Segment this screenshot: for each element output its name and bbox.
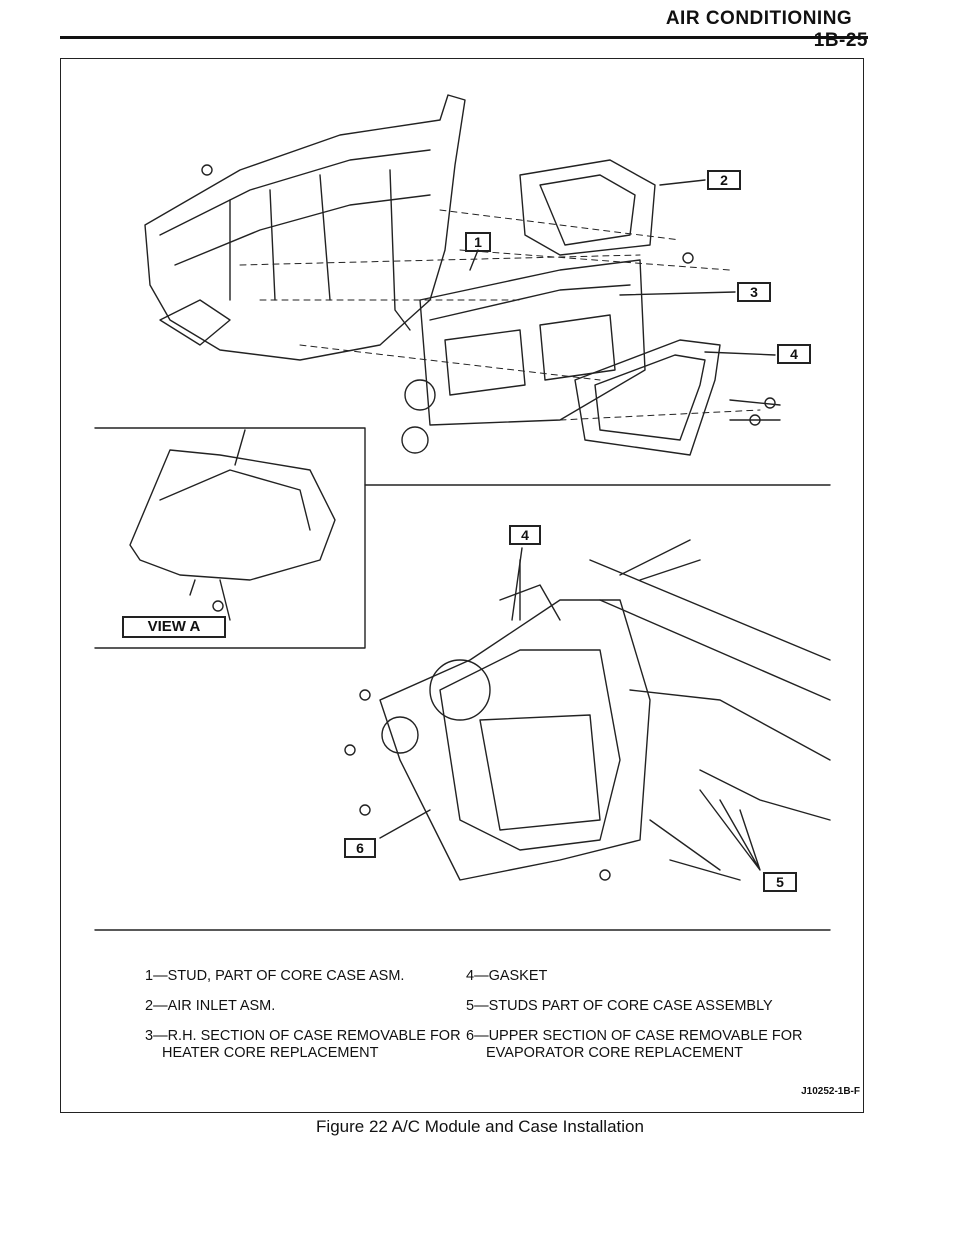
assembly-lines-upper xyxy=(239,209,761,421)
view-a-label: VIEW A xyxy=(122,616,226,638)
legend-item-5: 5—STUDS PART OF CORE CASE ASSEMBLY xyxy=(466,998,773,1014)
legend-item-3-line2: HEATER CORE REPLACEMENT xyxy=(162,1045,379,1061)
fasteners xyxy=(201,164,776,881)
header-rule xyxy=(60,36,868,39)
air-inlet-assembly xyxy=(519,159,656,256)
lower-vehicle-body xyxy=(589,539,831,881)
legend-item-6-line1: 6—UPPER SECTION OF CASE REMOVABLE FOR xyxy=(466,1028,803,1044)
callout-leaders-lower xyxy=(379,547,761,871)
callout-1: 1 xyxy=(465,232,491,252)
legend-item-3-line1: 3—R.H. SECTION OF CASE REMOVABLE FOR xyxy=(145,1028,461,1044)
header-page-number: 1B-25 xyxy=(813,30,868,51)
figure-id: J10252-1B-F xyxy=(801,1086,860,1097)
upper-module-case xyxy=(401,259,646,454)
gasket-upper xyxy=(574,339,721,456)
callout-6: 6 xyxy=(344,838,376,858)
upper-cowl-panel xyxy=(144,94,466,361)
callout-4-upper: 4 xyxy=(777,344,811,364)
legend-item-1: 1—STUD, PART OF CORE CASE ASM. xyxy=(145,968,405,984)
callout-2: 2 xyxy=(707,170,741,190)
legend-item-2: 2—AIR INLET ASM. xyxy=(145,998,276,1014)
figure-caption: Figure 22 A/C Module and Case Installati… xyxy=(316,1117,644,1136)
figure-frame xyxy=(60,58,864,1113)
legend-item-6-line2: EVAPORATOR CORE REPLACEMENT xyxy=(486,1045,744,1061)
lower-module-case xyxy=(379,559,651,881)
callout-5: 5 xyxy=(763,872,797,892)
callout-3: 3 xyxy=(737,282,771,302)
callout-leaders-upper xyxy=(469,179,781,421)
view-a-inset xyxy=(94,427,831,649)
header-title: AIR CONDITIONING xyxy=(665,8,853,29)
page-header: AIR CONDITIONING 1B-25 xyxy=(648,8,868,52)
legend-item-4: 4—GASKET xyxy=(466,968,548,984)
callout-4-lower: 4 xyxy=(509,525,541,545)
